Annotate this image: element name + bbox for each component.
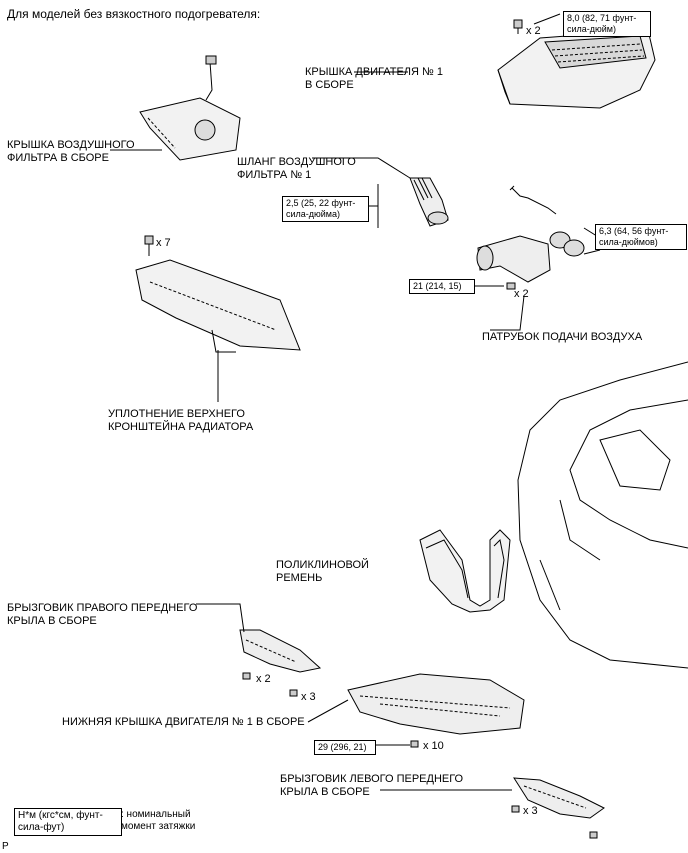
- air-filter-cover-label: КРЫШКА ВОЗДУШНОГО ФИЛЬТРА В СБОРЕ: [7, 139, 135, 164]
- torque-air-hose: 2,5 (25, 22 фунт- сила-дюйма): [282, 196, 369, 222]
- vehicle-outline-drawing: [517, 361, 688, 669]
- page-title: Для моделей без вязкостного подогревател…: [7, 7, 261, 21]
- qty-right-fender-b: x 3: [301, 691, 316, 703]
- qty-radiator-seal: x 7: [156, 237, 171, 249]
- engine-cover-drawing: [497, 29, 656, 109]
- belt-drawing: [419, 529, 511, 613]
- air-filter-cover-drawing: [139, 55, 241, 161]
- air-hose-label: ШЛАНГ ВОЗДУШНОГО ФИЛЬТРА № 1: [237, 156, 356, 181]
- under-cover-label: НИЖНЯЯ КРЫШКА ДВИГАТЕЛЯ № 1 В СБОРЕ: [62, 716, 305, 728]
- qty-intake-bolt: x 2: [514, 288, 529, 300]
- right-fender-shield-drawing: [239, 629, 322, 673]
- bolts-drawing: [242, 282, 598, 839]
- torque-intake-clamp: 6,3 (64, 56 фунт- сила-дюймов): [595, 224, 687, 250]
- belt-label: ПОЛИКЛИНОВОЙ РЕМЕНЬ: [276, 559, 369, 584]
- qty-under-cover: x 10: [423, 740, 444, 752]
- under-cover-drawing: [347, 673, 525, 735]
- leader-lines: [110, 13, 601, 791]
- radiator-seal-drawing: [135, 235, 301, 353]
- qty-engine-cover: x 2: [526, 25, 541, 37]
- torque-engine-cover: 8,0 (82, 71 фунт- сила-дюйм): [563, 11, 651, 37]
- left-fender-label: БРЫЗГОВИК ЛЕВОГО ПЕРЕДНЕГО КРЫЛА В СБОРЕ: [280, 773, 464, 798]
- qty-right-fender-a: x 2: [256, 673, 271, 685]
- right-fender-label: БРЫЗГОВИК ПРАВОГО ПЕРЕДНЕГО КРЫЛА В СБОР…: [7, 602, 198, 627]
- engine-cover-nut-drawing: [513, 19, 523, 34]
- torque-intake-bolt: 21 (214, 15): [409, 279, 475, 294]
- left-fender-shield-drawing: [513, 777, 605, 819]
- torque-under-cover: 29 (296, 21): [314, 740, 376, 755]
- intake-pipe-label: ПАТРУБОК ПОДАЧИ ВОЗДУХА: [482, 331, 643, 343]
- qty-left-fender: x 3: [523, 805, 538, 817]
- figure-code: P: [2, 841, 9, 852]
- intake-pipe-drawing: [476, 185, 585, 283]
- radiator-seal-label: УПЛОТНЕНИЕ ВЕРХНЕГО КРОНШТЕЙНА РАДИАТОРА: [108, 408, 254, 433]
- engine-cover-label: КРЫШКА ДВИГАТЕЛЯ № 1 В СБОРЕ: [305, 66, 444, 91]
- legend-meaning: : номинальный момент затяжки: [121, 809, 196, 832]
- legend-unit-box: Н*м (кгс*см, фунт- сила-фут): [14, 808, 122, 836]
- air-hose-drawing: [409, 177, 449, 227]
